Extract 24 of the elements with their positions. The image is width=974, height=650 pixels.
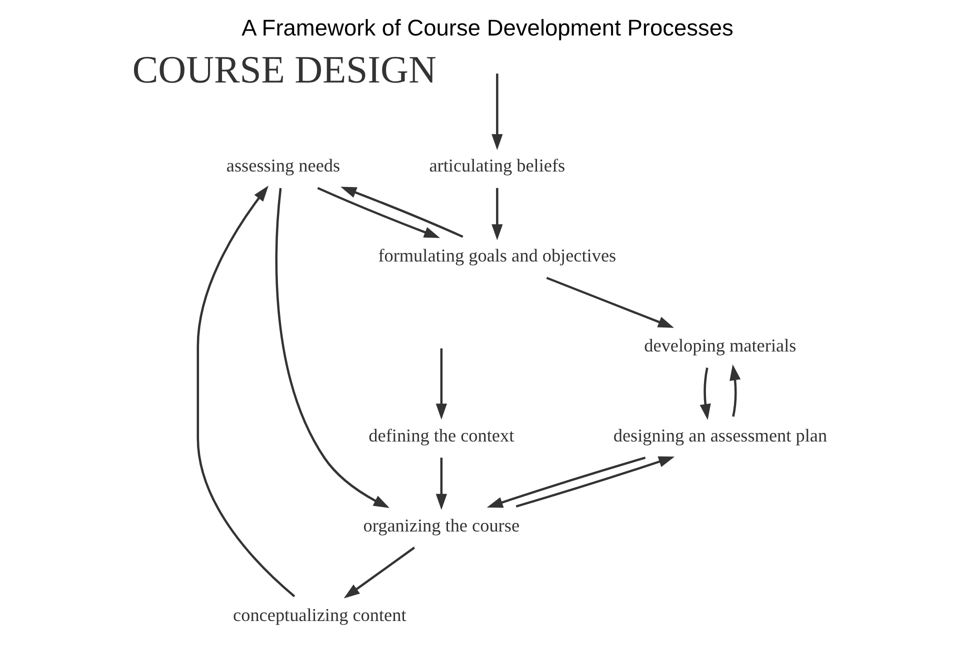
node-text: assessing needs — [226, 156, 340, 176]
node-text: conceptualizing content — [232, 605, 406, 626]
node-text: articulating beliefs — [428, 156, 565, 176]
arrow — [340, 186, 463, 238]
arrow — [491, 74, 502, 150]
arrow — [515, 456, 674, 508]
arrow — [435, 348, 446, 420]
arrow — [491, 188, 502, 240]
diagram-title: A Framework of Course Development Processes — [241, 14, 733, 40]
node-text: designing an assessment plan — [612, 425, 827, 446]
node-text: defining the context — [368, 425, 514, 446]
node-text: developing materials — [644, 336, 796, 356]
arrow — [546, 276, 674, 328]
arrow — [274, 188, 390, 508]
arrow — [196, 186, 295, 598]
arrow — [343, 546, 415, 598]
arrow — [316, 186, 440, 238]
arrow — [435, 458, 446, 510]
node-text: formulating goals and objectives — [378, 246, 616, 266]
arrow — [699, 368, 710, 420]
node-text: COURSE DESIGN — [132, 49, 436, 92]
arrow — [486, 456, 646, 508]
node-text: organizing the course — [362, 515, 520, 536]
arrow — [729, 364, 740, 417]
